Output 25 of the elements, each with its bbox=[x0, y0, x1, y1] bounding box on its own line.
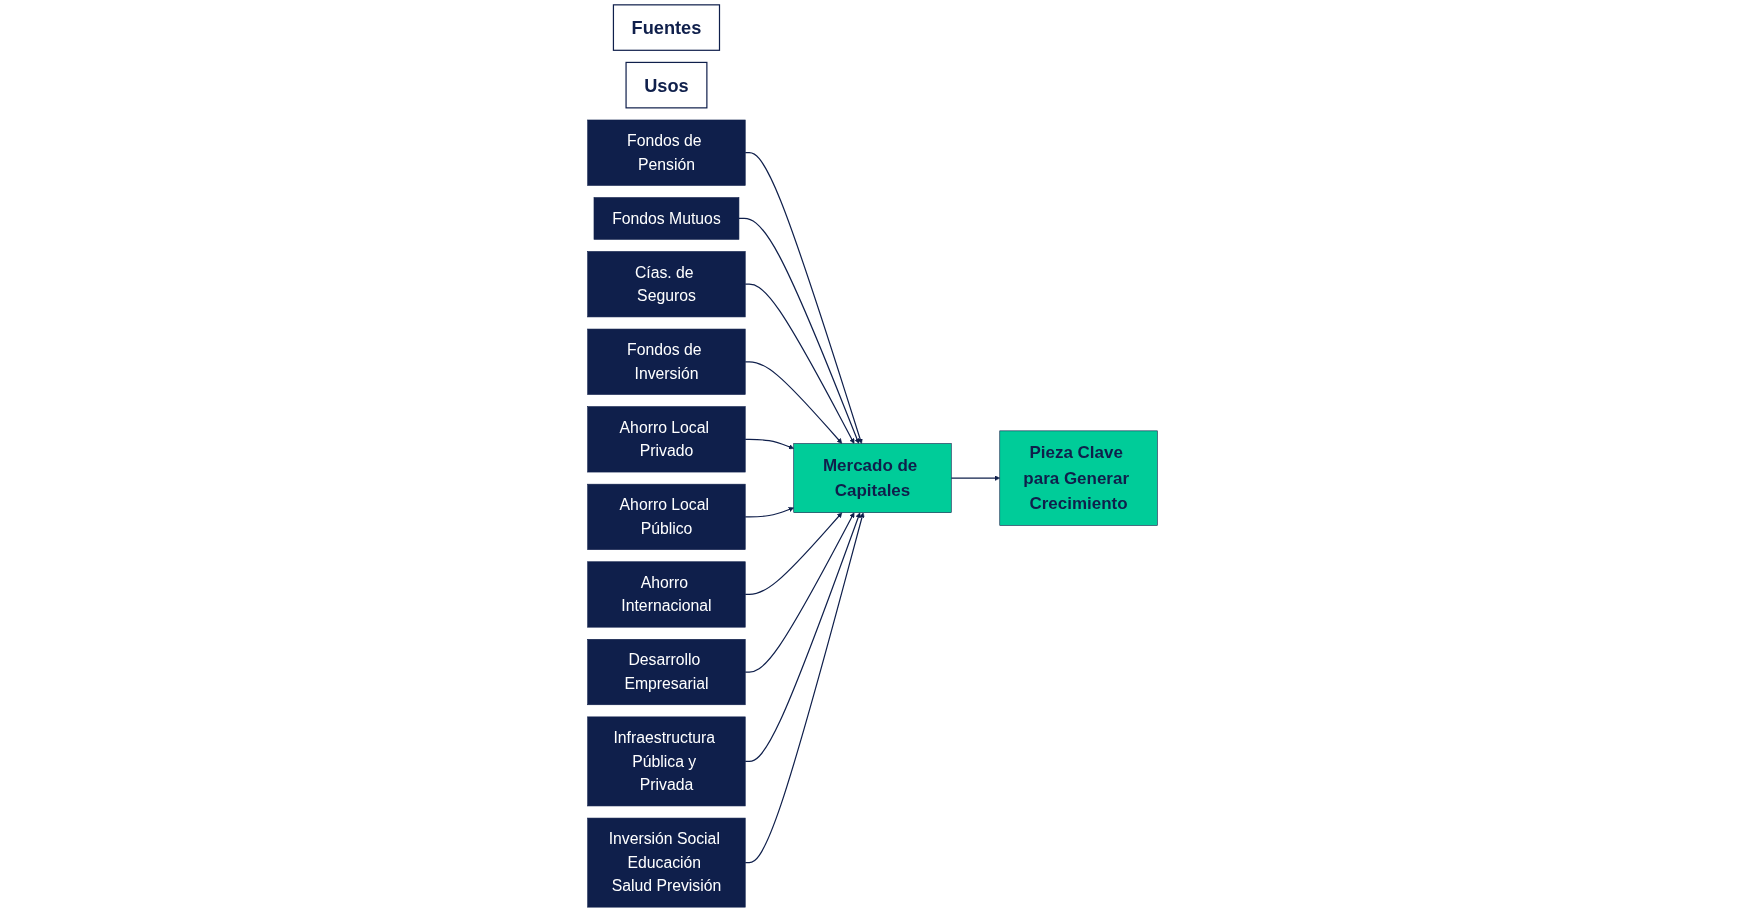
arrow bbox=[744, 512, 855, 673]
node-box: Fondos Mutuos bbox=[593, 197, 740, 240]
arrow bbox=[744, 512, 843, 596]
node-box: Usos bbox=[625, 61, 708, 109]
node-box: Inversión Social Educación Salud Previsión bbox=[587, 817, 746, 908]
arrow bbox=[744, 361, 843, 444]
arrow bbox=[744, 438, 794, 450]
node-box: Fuentes bbox=[612, 4, 721, 51]
arrow bbox=[744, 512, 865, 864]
arrow bbox=[744, 512, 861, 762]
node-box: Infraestructura Pública y Privada bbox=[587, 716, 746, 807]
arrow bbox=[744, 152, 863, 444]
node-box: Mercado de Capitales bbox=[793, 443, 952, 513]
node-box: Fondos de Pensión bbox=[587, 119, 746, 186]
node-box: Desarrollo Empresarial bbox=[587, 639, 746, 706]
arrow bbox=[744, 283, 855, 444]
arrow bbox=[744, 506, 794, 518]
node-box: Cías. de Seguros bbox=[587, 251, 746, 318]
node-box: Ahorro Internacional bbox=[587, 561, 746, 628]
arrow bbox=[950, 475, 1000, 481]
node-box: Ahorro Local Público bbox=[587, 483, 746, 550]
node-box: Fondos de Inversión bbox=[587, 328, 746, 395]
node-box: Pieza Clave para Generar Crecimiento bbox=[999, 430, 1158, 526]
node-box: Ahorro Local Privado bbox=[587, 406, 746, 473]
arrow bbox=[738, 217, 860, 444]
